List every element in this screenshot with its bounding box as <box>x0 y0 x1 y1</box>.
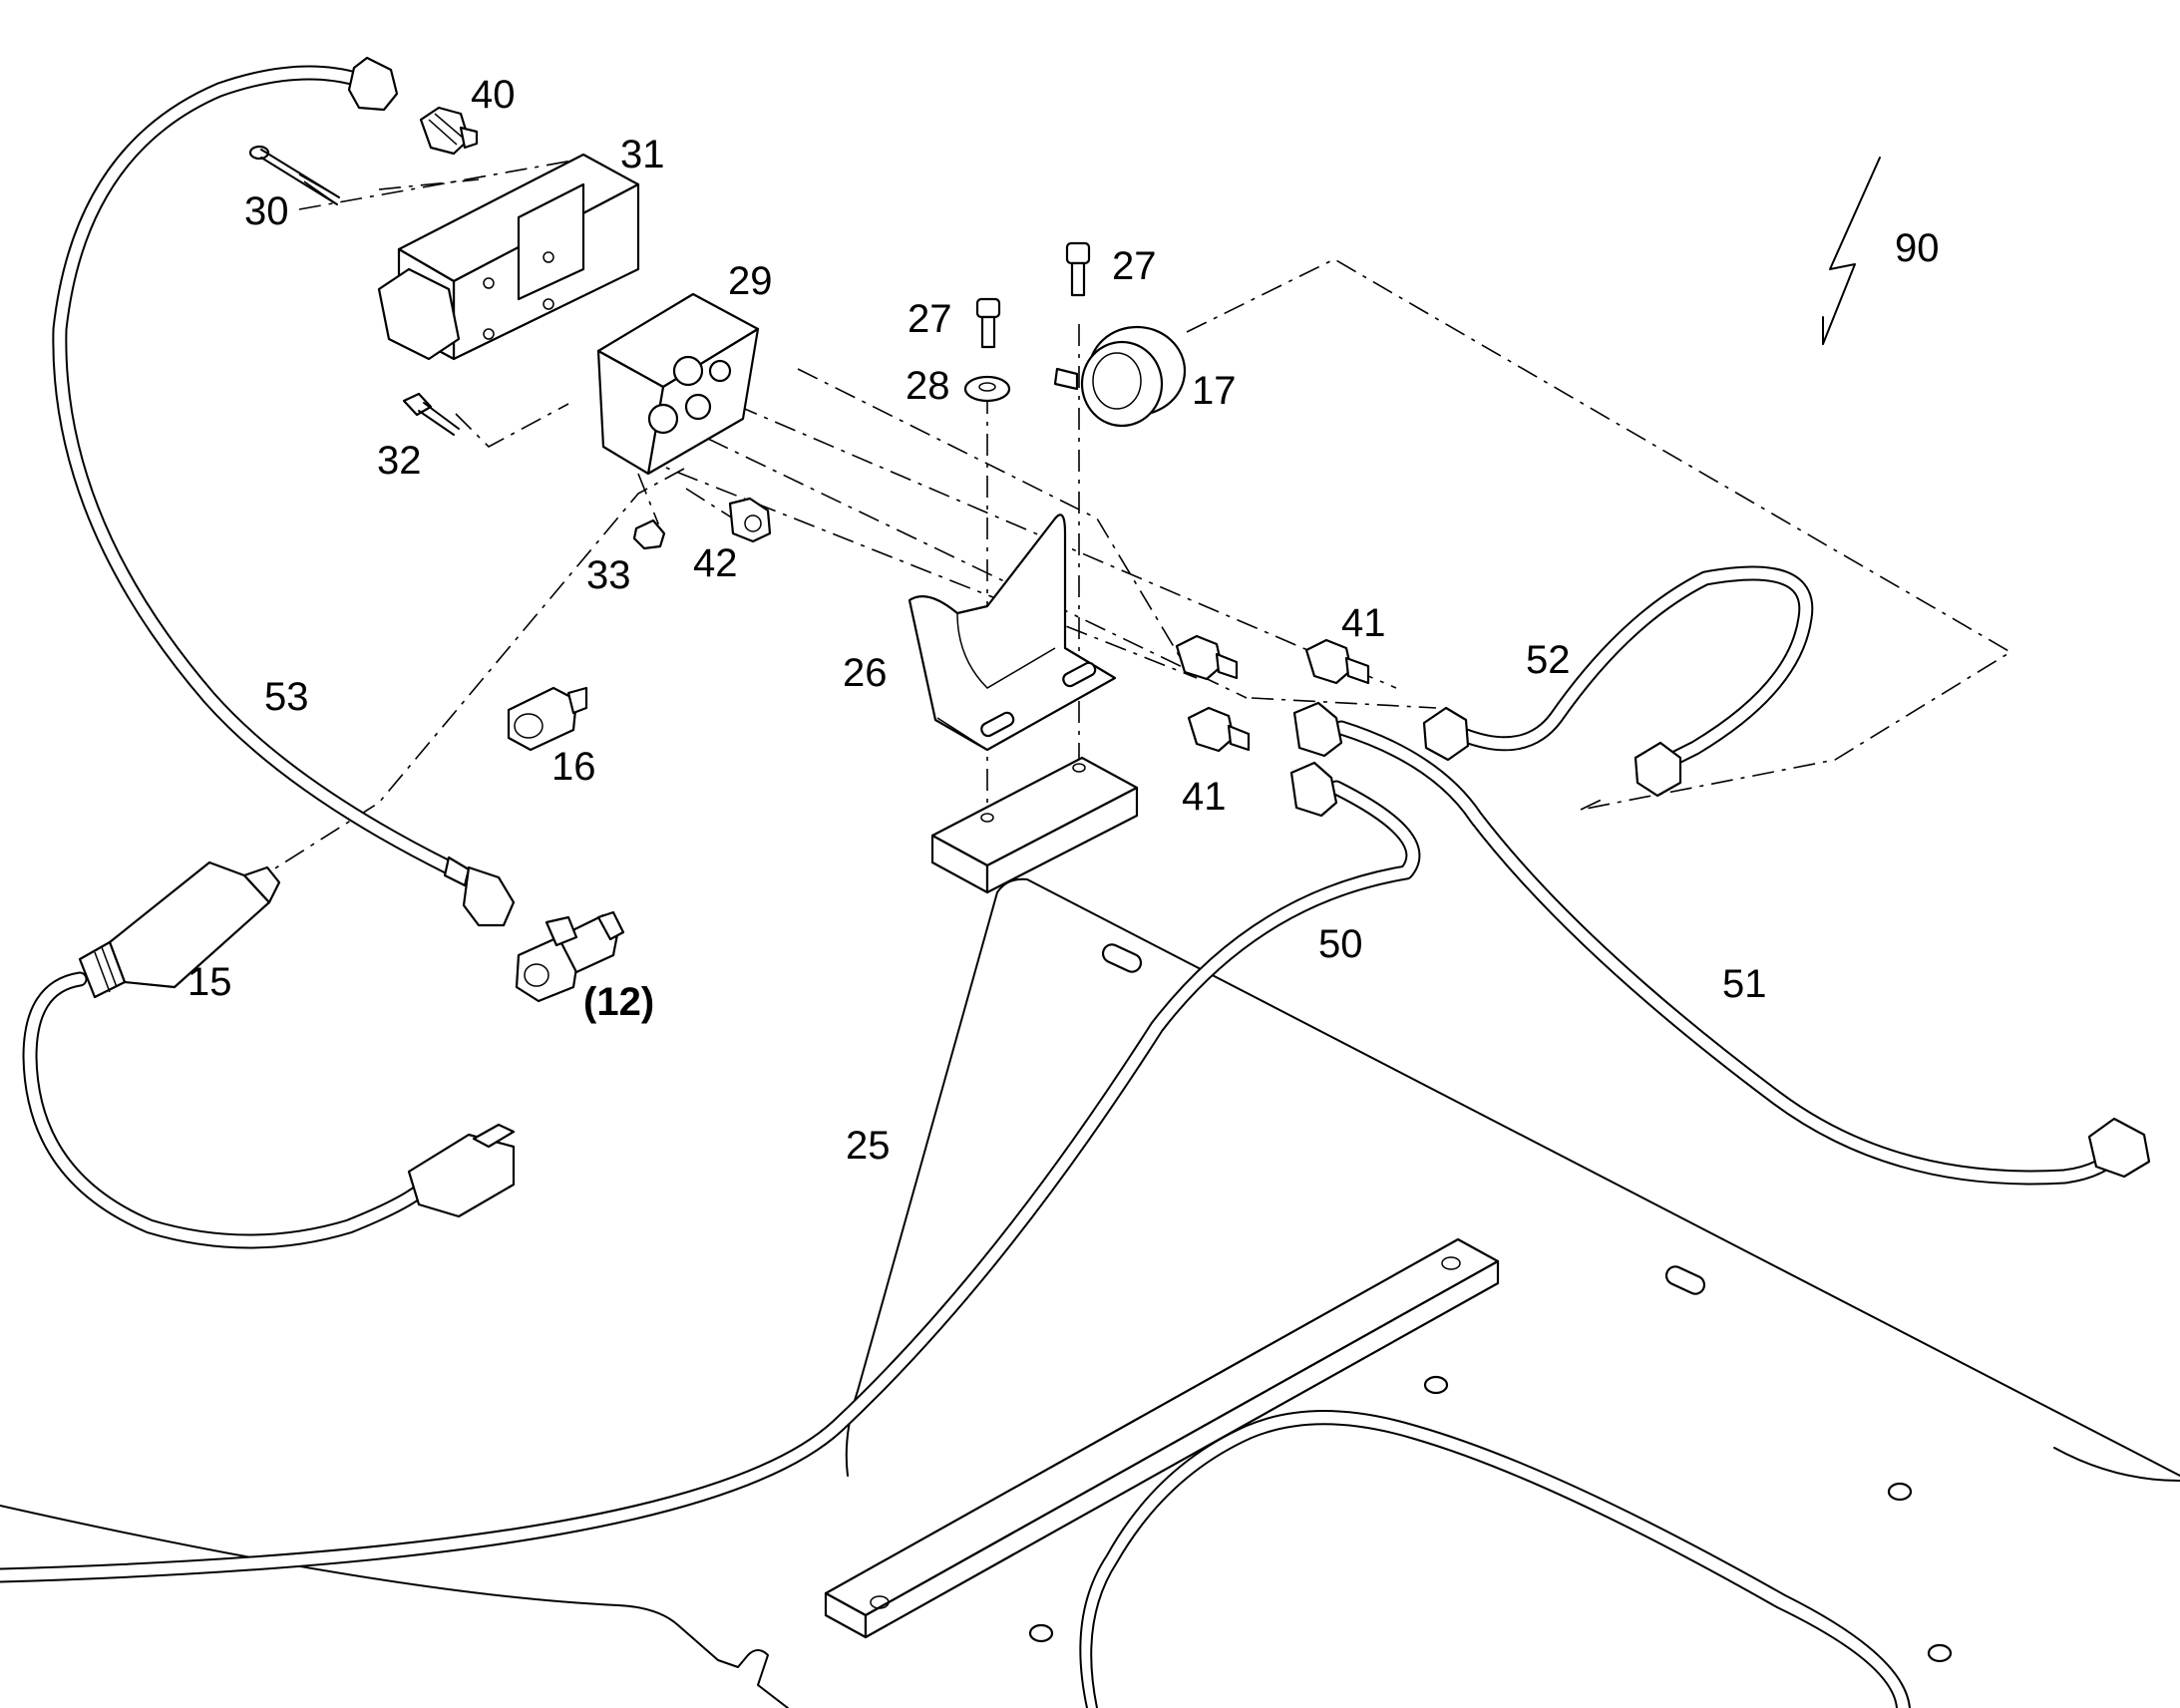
hose-50 <box>0 761 1421 1583</box>
callouts: 40 31 30 29 27 27 90 28 17 32 33 42 41 5… <box>187 73 1940 1168</box>
callout-50: 50 <box>1318 922 1363 966</box>
callout-28: 28 <box>906 364 950 408</box>
callout-29: 29 <box>728 259 773 303</box>
fitting-41a <box>1304 638 1370 685</box>
solenoid-31 <box>377 153 640 361</box>
callout-53: 53 <box>264 675 309 719</box>
bracket-26 <box>908 513 1117 752</box>
fitting-40 <box>419 106 479 156</box>
callout-12: (12) <box>583 980 654 1024</box>
callout-41a: 41 <box>1341 601 1386 645</box>
arrow-90 <box>1822 157 1881 345</box>
callout-42: 42 <box>693 541 738 585</box>
valve-block-29 <box>596 292 760 476</box>
callout-30: 30 <box>244 189 289 233</box>
callout-32: 32 <box>377 439 422 483</box>
flat-bar <box>824 1237 1500 1639</box>
screw-27b <box>1065 241 1091 297</box>
hose-52 <box>1422 565 1814 798</box>
fitting-41c <box>1187 706 1251 753</box>
base-plate <box>0 877 2180 1708</box>
spacer-plate <box>930 756 1139 894</box>
hose-51 <box>1292 701 2151 1186</box>
callout-90: 90 <box>1895 226 1940 270</box>
clamp-17 <box>1053 325 1187 428</box>
washer-28 <box>963 375 1011 403</box>
fitting-41b <box>1175 634 1239 681</box>
callout-16: 16 <box>551 745 596 789</box>
callout-26: 26 <box>843 651 888 695</box>
tee-fitting-12 <box>515 910 625 1003</box>
assembly-lines <box>228 159 2012 898</box>
callout-52: 52 <box>1526 638 1571 682</box>
screw-27a <box>975 297 1001 349</box>
nut-33 <box>632 518 666 550</box>
callout-41b: 41 <box>1182 775 1227 819</box>
callout-25: 25 <box>846 1124 891 1168</box>
callout-27a: 27 <box>908 297 952 341</box>
callout-15: 15 <box>187 960 232 1004</box>
sensor-cable <box>22 971 516 1249</box>
bolt-30 <box>248 145 340 205</box>
callout-40: 40 <box>471 73 516 117</box>
callout-17: 17 <box>1192 369 1237 413</box>
callout-27b: 27 <box>1112 244 1157 288</box>
callout-31: 31 <box>620 133 665 176</box>
screw-32 <box>402 392 460 436</box>
adapter-16 <box>507 686 588 752</box>
sensor-15 <box>78 860 281 999</box>
callout-51: 51 <box>1722 962 1767 1006</box>
callout-33: 33 <box>586 553 631 597</box>
plug-42 <box>728 497 772 543</box>
hose-53 <box>52 56 516 927</box>
